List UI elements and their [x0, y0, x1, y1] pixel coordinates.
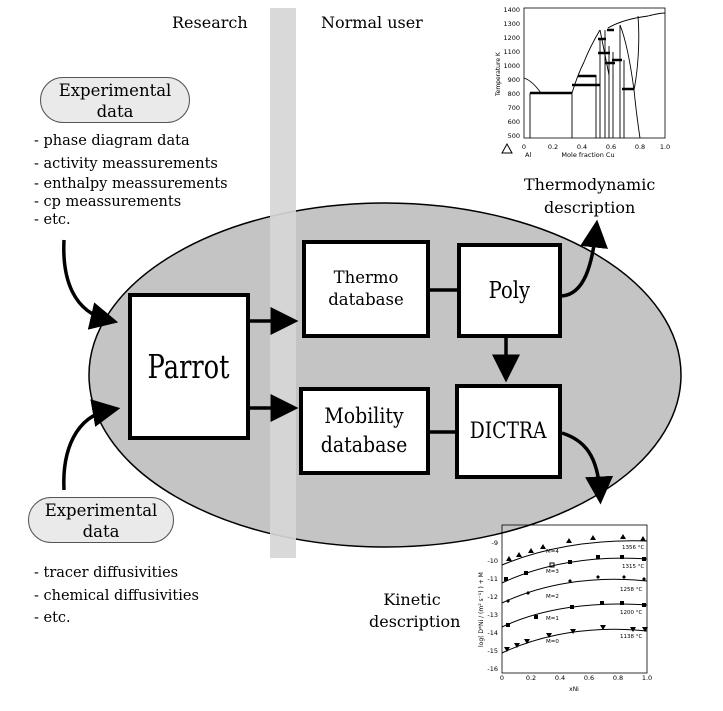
- kinetic-ytick: -12: [487, 593, 498, 601]
- series-label: M=1: [546, 616, 559, 622]
- research-user-divider: [270, 8, 296, 558]
- experimental-bottom-list: - tracer diffusivities - chemical diffus…: [34, 563, 199, 628]
- arrow-poly-thermo-desc: [561, 219, 608, 298]
- arrow-dictra-kinetic: [561, 431, 614, 505]
- series-temp: 1356 °C: [622, 545, 644, 551]
- thermodynamic-description: Thermodynamic description: [524, 173, 655, 219]
- poly-box: Poly: [457, 243, 562, 338]
- phase-xlabel: Mole fraction Cu: [561, 151, 614, 159]
- phase-x-left: Al: [525, 151, 531, 159]
- phase-ytick: 800: [508, 90, 520, 98]
- phase-ytick: 1400: [503, 6, 520, 14]
- arrow-exp-top-parrot: [62, 239, 119, 330]
- phase-xtick: 0: [522, 143, 526, 151]
- kinetic-ytick: -9: [492, 539, 498, 547]
- kinetic-xtick: 0.8: [613, 674, 623, 682]
- list-item: - enthalpy meassurements: [34, 176, 228, 192]
- thermo-label-2: database: [328, 290, 404, 309]
- thermo-database-box: Thermo database: [302, 240, 430, 338]
- list-item: - phase diagram data: [34, 133, 190, 149]
- list-item: - cp meassurements: [34, 194, 182, 210]
- phase-ytick: 1100: [503, 48, 520, 56]
- kinetic-ytick: -16: [487, 665, 498, 673]
- phase-ytick: 700: [508, 104, 520, 112]
- kinetic-xtick: 0: [500, 674, 504, 682]
- phase-xtick: 0.8: [635, 143, 645, 151]
- phase-xtick: 1.0: [660, 143, 670, 151]
- list-item: - chemical diffusivities: [34, 588, 199, 604]
- experimental-top-title-2: data: [96, 102, 134, 121]
- kinetic-description-2: description: [369, 612, 461, 631]
- dictra-box: DICTRA: [455, 384, 562, 479]
- series-label: M=2: [546, 594, 559, 600]
- mobility-label-2: database: [321, 433, 408, 457]
- kinetic-xtick: 0.4: [555, 674, 565, 682]
- phase-ytick: 900: [508, 76, 520, 84]
- phase-diagram-plot: 1400 1300 1200 1100 1000 900 800 700 600…: [495, 6, 670, 159]
- thermodynamic-description-1: Thermodynamic: [524, 175, 656, 194]
- series-label: M=3: [546, 569, 559, 575]
- experimental-top-list: - phase diagram data - activity meassure…: [34, 131, 228, 230]
- kinetic-ytick: -10: [487, 557, 498, 565]
- phase-ytick: 600: [508, 118, 520, 126]
- dictra-label: DICTRA: [470, 419, 547, 444]
- kinetic-ylabel: log( D*Ni / (m² s⁻¹) ) + M: [478, 572, 485, 647]
- kinetic-description-1: Kinetic: [383, 590, 441, 609]
- experimental-data-top: Experimental data: [40, 77, 190, 123]
- arrow-exp-bottom-parrot: [62, 399, 121, 491]
- kinetic-ytick: -13: [487, 611, 498, 619]
- phase-ytick: 500: [508, 132, 520, 140]
- experimental-top-title-1: Experimental: [58, 81, 172, 100]
- list-item: - etc.: [34, 610, 71, 626]
- research-header: Research: [172, 13, 248, 32]
- thermodynamic-description-2: description: [543, 198, 636, 217]
- kinetic-ytick: -11: [487, 575, 498, 583]
- phase-ylabel: Temperature K: [495, 51, 502, 97]
- list-item: - activity meassurements: [34, 156, 218, 172]
- kinetic-plot: -9 -10 -11 -12 -13 -14 -15 -16 0 0.2 0.4…: [478, 524, 652, 693]
- kinetic-xlabel: xNi: [569, 686, 579, 693]
- series-label: M=4: [546, 549, 559, 555]
- normal-user-header: Normal user: [321, 13, 423, 32]
- kinetic-ytick: -14: [487, 629, 498, 637]
- kinetic-xtick: 0.6: [584, 674, 594, 682]
- series-temp: 1315 °C: [622, 564, 644, 570]
- phase-xtick: 0.2: [548, 143, 558, 151]
- kinetic-ytick: -15: [487, 647, 498, 655]
- list-item: - tracer diffusivities: [34, 565, 179, 581]
- phase-ytick: 1200: [503, 34, 520, 42]
- mobility-label-1: Mobility: [324, 404, 405, 428]
- phase-xtick: 0.6: [606, 143, 616, 151]
- series-temp: 1138 °C: [620, 634, 642, 640]
- kinetic-xtick: 0.2: [526, 674, 536, 682]
- mobility-database-box: Mobility database: [299, 387, 430, 475]
- poly-label: Poly: [488, 277, 531, 304]
- experimental-bottom-title-2: data: [82, 522, 120, 541]
- experimental-data-bottom: Experimental data: [28, 497, 174, 543]
- parrot-label: Parrot: [148, 347, 230, 386]
- kinetic-description: Kinetic description: [369, 589, 460, 633]
- phase-ytick: 1000: [503, 62, 520, 70]
- series-label: M=0: [546, 639, 559, 645]
- phase-ytick: 1300: [503, 20, 520, 28]
- series-temp: 1258 °C: [620, 587, 642, 593]
- parrot-box: Parrot: [128, 293, 250, 440]
- list-item: - etc.: [34, 212, 71, 228]
- experimental-bottom-title-1: Experimental: [44, 501, 158, 520]
- thermo-label-1: Thermo: [333, 268, 399, 287]
- kinetic-xtick: 1.0: [642, 674, 652, 682]
- series-temp: 1200 °C: [620, 610, 642, 616]
- phase-xtick: 0.4: [577, 143, 587, 151]
